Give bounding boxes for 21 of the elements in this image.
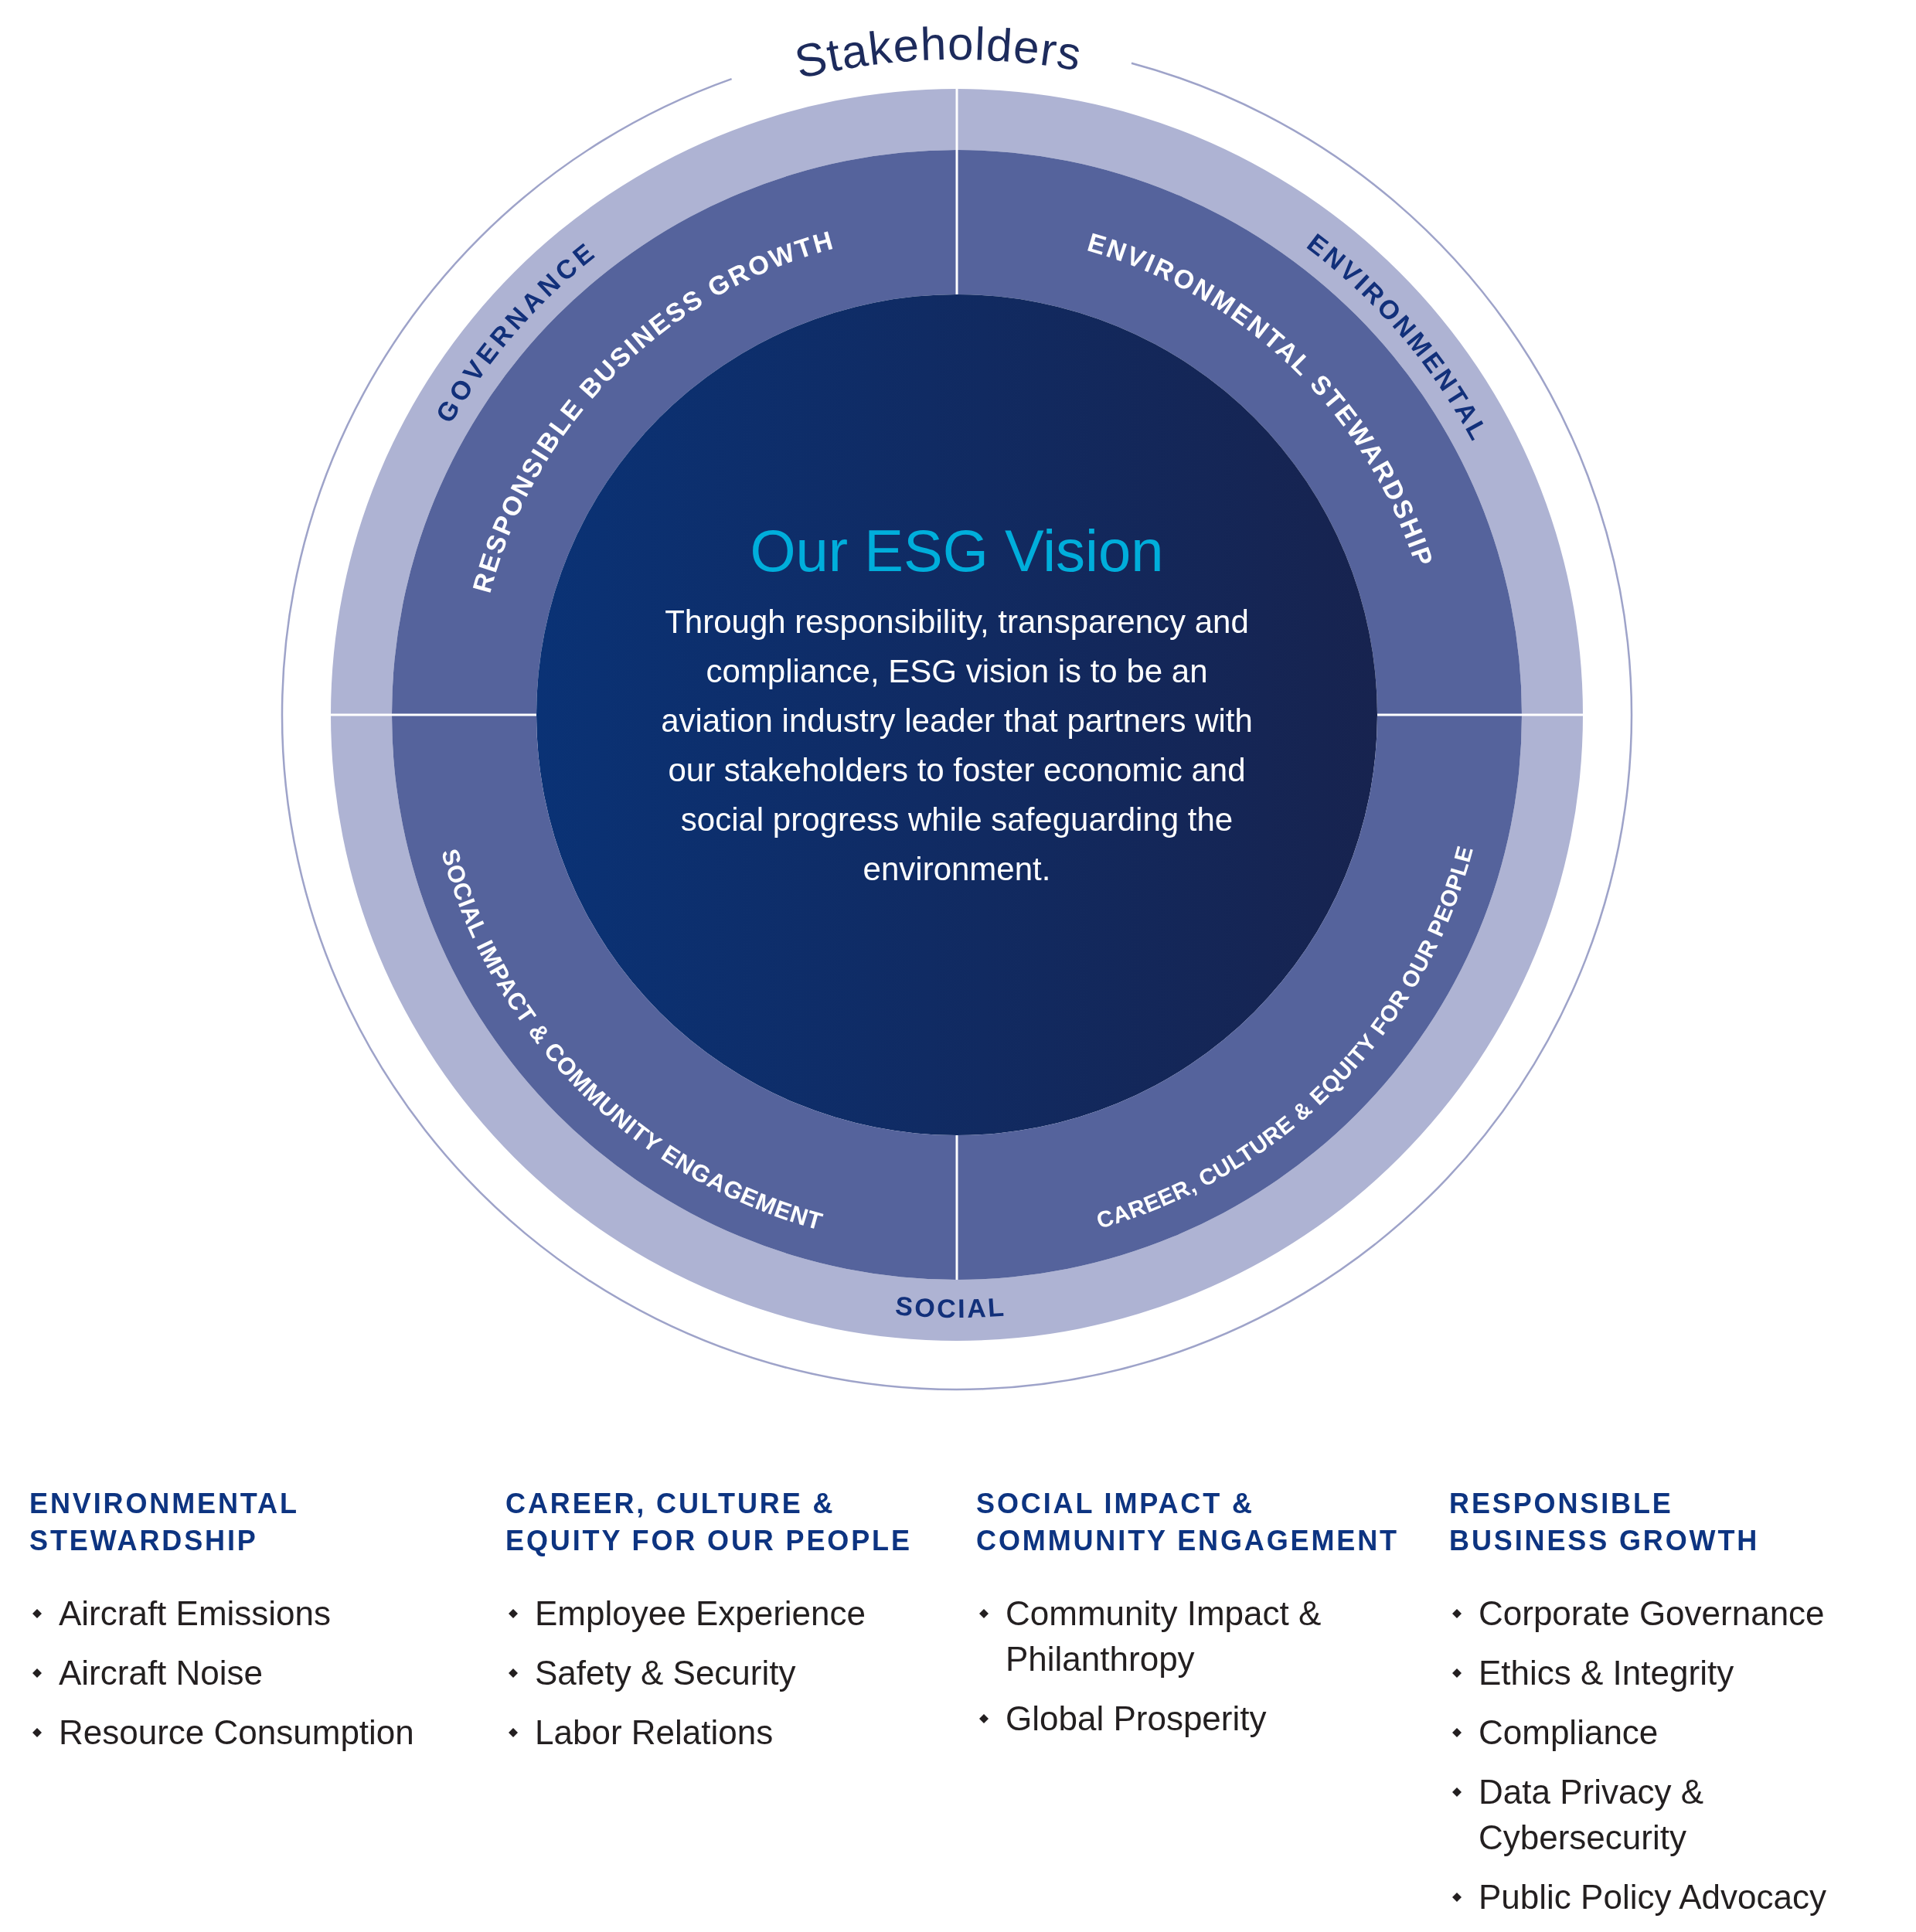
list-item: Public Policy Advocacy bbox=[1479, 1877, 1826, 1917]
list-item: Data Privacy & Cybersecurity bbox=[1479, 1772, 1704, 1858]
vision-title: Our ESG Vision bbox=[750, 518, 1164, 584]
column-heading: ENVIRONMENTAL STEWARDSHIP bbox=[29, 1487, 300, 1558]
column-heading: RESPONSIBLE BUSINESS GROWTH bbox=[1449, 1487, 1761, 1558]
list-item: Resource Consumption bbox=[59, 1713, 414, 1753]
segment-label: SOCIAL bbox=[893, 1291, 1007, 1324]
vision-statement: Through responsibility, transparency and compliance, ESG vision is to be an aviation industry leader that partners with our stakeholders to foster economic and social progress while safeguarding the environment. bbox=[660, 603, 1254, 889]
column-heading: CAREER, CULTURE & EQUITY FOR OUR PEOPLE bbox=[505, 1487, 913, 1558]
list-item: Ethics & Integrity bbox=[1479, 1653, 1734, 1693]
column-heading: SOCIAL IMPACT & COMMUNITY ENGAGEMENT bbox=[976, 1487, 1400, 1558]
list-item: Aircraft Noise bbox=[59, 1653, 264, 1693]
list-item: Compliance bbox=[1479, 1713, 1659, 1753]
list-item: Community Impact & Philanthropy bbox=[1006, 1594, 1322, 1679]
list-item: Global Prosperity bbox=[1006, 1699, 1267, 1739]
circle-title: Stakeholders bbox=[790, 17, 1086, 89]
list-item: Employee Experience bbox=[535, 1594, 866, 1634]
list-item: Corporate Governance bbox=[1479, 1594, 1825, 1634]
list-item: Aircraft Emissions bbox=[59, 1594, 332, 1634]
list-item: Labor Relations bbox=[535, 1713, 774, 1753]
list-item: Safety & Security bbox=[535, 1653, 796, 1693]
